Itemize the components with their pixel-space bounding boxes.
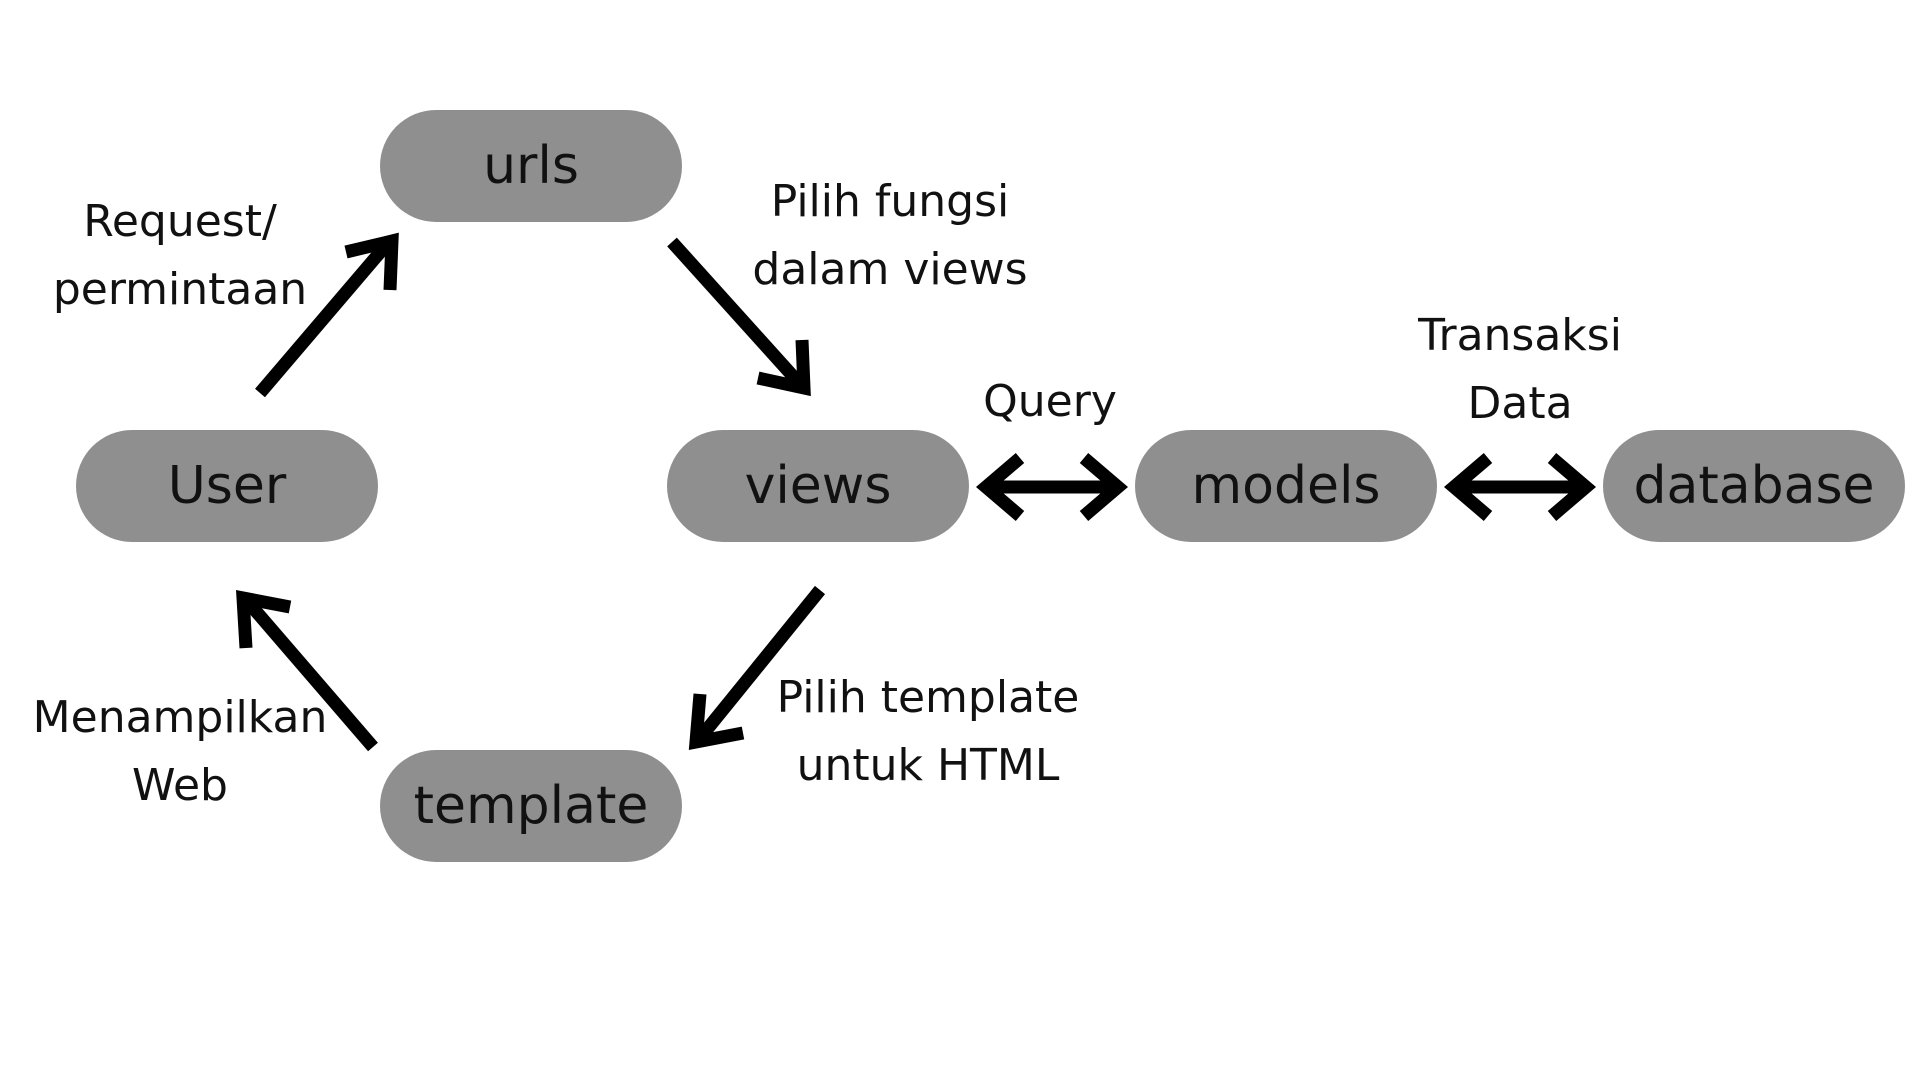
label-menampilkan-line-1: Menampilkan [32, 692, 328, 743]
arrow-user-to-urls [255, 232, 399, 398]
node-database-label: database [1633, 456, 1875, 516]
node-database: database [1603, 430, 1905, 542]
label-transaksi-line-1: Transaksi [1418, 310, 1622, 361]
node-user-label: User [167, 456, 287, 516]
node-models-label: models [1191, 456, 1381, 516]
arrow-template-to-user [236, 590, 378, 752]
label-pilih-fungsi-line-1: Pilih fungsi [770, 176, 1010, 227]
arrow-urls-to-views [667, 237, 811, 397]
label-query: Query [970, 368, 1130, 436]
label-pilih-template-line-2: untuk HTML [796, 740, 1060, 791]
node-template: template [380, 750, 682, 862]
label-request-line-1: Request/ [83, 196, 277, 247]
arrow-views-models-bidirectional [975, 453, 1129, 521]
arrow-views-to-template [688, 585, 826, 750]
arrow-models-database-bidirectional [1443, 453, 1597, 521]
node-models: models [1135, 430, 1437, 542]
label-pilih-fungsi-line-2: dalam views [752, 244, 1028, 295]
label-pilih-template: Pilih template untuk HTML [768, 664, 1088, 800]
node-views: views [667, 430, 969, 542]
label-transaksi-line-2: Data [1467, 378, 1573, 429]
node-views-label: views [744, 456, 892, 516]
node-user: User [76, 430, 378, 542]
node-urls-label: urls [483, 136, 579, 196]
label-pilih-template-line-1: Pilih template [776, 672, 1080, 723]
label-request: Request/ permintaan [40, 188, 320, 324]
label-transaksi: Transaksi Data [1400, 302, 1640, 438]
label-menampilkan-line-2: Web [132, 760, 228, 811]
node-urls: urls [380, 110, 682, 222]
label-request-line-2: permintaan [52, 264, 308, 315]
label-menampilkan: Menampilkan Web [20, 684, 340, 820]
label-pilih-fungsi: Pilih fungsi dalam views [740, 168, 1040, 304]
node-template-label: template [413, 776, 649, 836]
label-query-text: Query [983, 376, 1117, 427]
